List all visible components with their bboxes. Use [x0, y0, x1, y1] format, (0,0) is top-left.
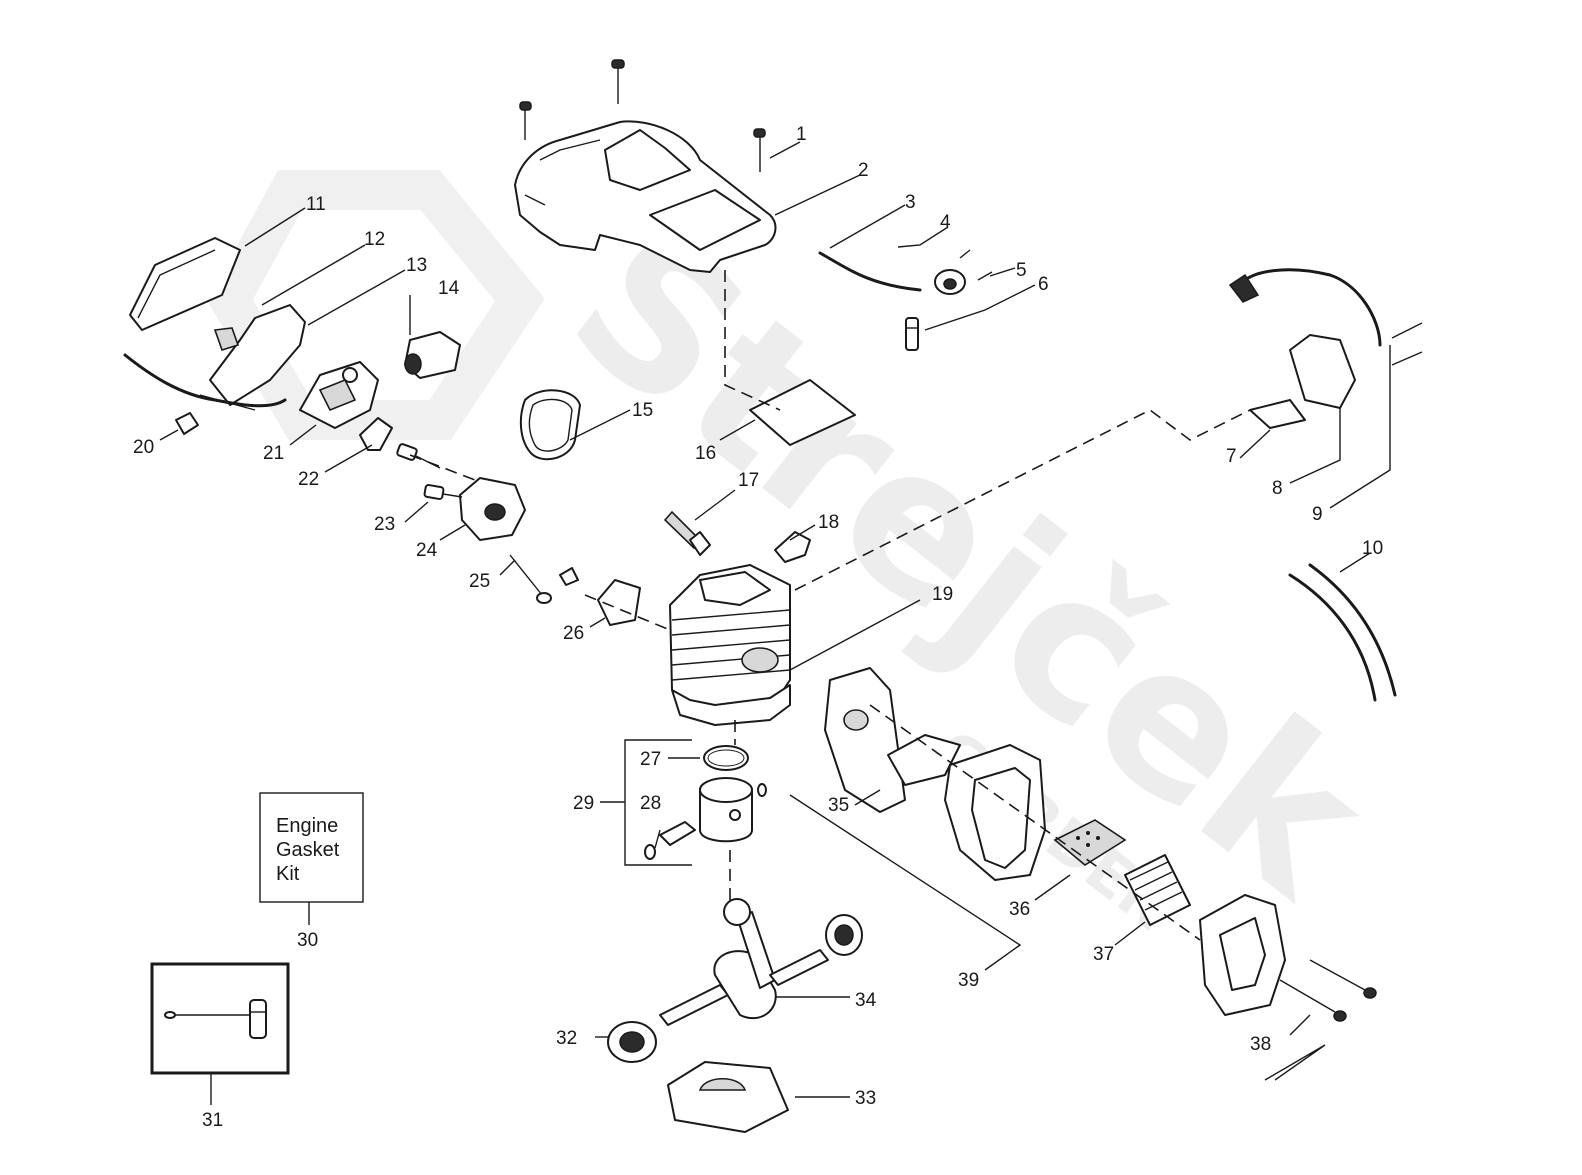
- callout-9: 9: [1312, 504, 1323, 525]
- callout-12: 12: [364, 229, 385, 250]
- muffler-cover-icon: [1199, 894, 1286, 1016]
- tool-box: 31: [150, 962, 290, 1131]
- callout-22: 22: [298, 469, 319, 490]
- assembly-line: [409, 454, 476, 481]
- tool-number: 31: [202, 1110, 223, 1131]
- pin-icon: [905, 317, 919, 351]
- callout-18: 18: [818, 512, 839, 533]
- callout-19: 19: [932, 584, 953, 605]
- leader-lines: [159, 141, 1391, 1105]
- bolt-icon: [396, 443, 552, 604]
- callout-6: 6: [1038, 274, 1049, 295]
- air-filter-cover-icon: [129, 237, 241, 331]
- piston-icon: [699, 777, 753, 843]
- screw-icon: [519, 59, 766, 172]
- callout-labels: 1 2 3 4 5 6 7 8 9 10 11 12 13 14 15 16 1…: [133, 124, 1383, 1109]
- small-seal-icon: [559, 567, 579, 586]
- muffler-plate-icon: [824, 667, 906, 813]
- engine-gasket-kit-box: Engine Gasket Kit 30: [259, 792, 364, 951]
- callout-27: 27: [640, 749, 661, 770]
- callout-10: 10: [1362, 538, 1383, 559]
- spark-plug-icon: [663, 510, 711, 556]
- crankshaft-icon: [659, 898, 829, 1026]
- top-cover-icon: [514, 120, 777, 273]
- spark-arrestor-icon: [1124, 854, 1191, 926]
- intake-manifold-icon: [459, 477, 526, 541]
- assembly-line: [869, 704, 1201, 941]
- piston-pin-icon: [644, 783, 767, 860]
- callout-2: 2: [858, 160, 869, 181]
- callout-1: 1: [796, 124, 807, 145]
- bearing-icon: [607, 914, 863, 1063]
- muffler-gasket-icon: [887, 734, 961, 786]
- piston-ring-icon: [703, 745, 749, 771]
- callout-29: 29: [573, 793, 594, 814]
- t-wrench-icon: [164, 999, 267, 1039]
- kit-line-3: Kit: [276, 863, 300, 885]
- callout-25: 25: [469, 571, 490, 592]
- callout-11: 11: [306, 194, 326, 215]
- callout-14: 14: [438, 278, 460, 299]
- kit-line-1: Engine: [276, 815, 338, 837]
- callout-34: 34: [855, 990, 877, 1011]
- callout-4: 4: [940, 212, 951, 233]
- callout-32: 32: [556, 1028, 577, 1049]
- filter-seal-icon: [519, 389, 581, 461]
- spark-screen-icon: [1053, 819, 1127, 866]
- callout-39: 39: [958, 970, 979, 991]
- callout-38: 38: [1250, 1034, 1271, 1055]
- mount-clip-icon: [175, 412, 199, 435]
- muffler-bolt-icon: [1279, 959, 1377, 1022]
- callout-8: 8: [1272, 478, 1283, 499]
- spark-plug-boot-icon: [774, 531, 811, 563]
- callout-26: 26: [563, 623, 584, 644]
- carburetor-icon: [299, 361, 379, 429]
- callout-35: 35: [828, 795, 849, 816]
- callout-37: 37: [1093, 944, 1114, 965]
- cylinder-icon: [669, 564, 791, 726]
- assembly-line: [724, 270, 781, 411]
- callout-13: 13: [406, 255, 427, 276]
- kit-number: 30: [297, 930, 318, 951]
- fuel-line-icon: [818, 251, 922, 292]
- callout-21: 21: [263, 443, 284, 464]
- throttle-assembly-icon: [123, 304, 306, 411]
- callout-33: 33: [855, 1088, 876, 1109]
- kit-line-2: Gasket: [276, 839, 340, 861]
- callout-28: 28: [640, 793, 661, 814]
- callout-20: 20: [133, 437, 154, 458]
- watermark: Strejček GARDEN: [207, 170, 1410, 946]
- callout-23: 23: [374, 514, 395, 535]
- callout-15: 15: [632, 400, 653, 421]
- crankcase-half-icon: [667, 1061, 789, 1133]
- callout-17: 17: [738, 470, 759, 491]
- assembly-line: [584, 594, 671, 631]
- callout-24: 24: [416, 540, 438, 561]
- ignition-module-icon: [1228, 268, 1423, 429]
- callout-36: 36: [1009, 899, 1030, 920]
- assembly-line: [794, 409, 1251, 591]
- callout-7: 7: [1226, 446, 1237, 467]
- decal-icon: [749, 379, 856, 446]
- wire-harness-icon: [1288, 563, 1397, 702]
- muffler-icon: [944, 744, 1046, 881]
- callout-16: 16: [695, 443, 716, 464]
- callout-3: 3: [905, 192, 916, 213]
- callout-5: 5: [1016, 260, 1027, 281]
- intake-boot-icon: [404, 331, 461, 379]
- grommet-icon: [934, 249, 993, 295]
